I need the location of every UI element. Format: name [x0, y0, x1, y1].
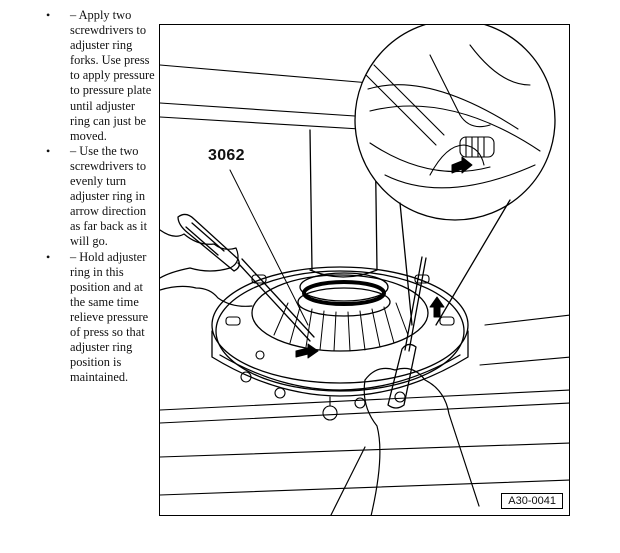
bullet: • — [46, 249, 51, 264]
instruction-list: • – Apply two screwdrivers to adjuster r… — [40, 8, 158, 385]
clutch-drawing — [160, 25, 569, 515]
pressure-plate — [211, 266, 469, 421]
left-hand — [160, 229, 253, 307]
bullet: • — [46, 143, 51, 158]
detail-magnifier — [354, 25, 556, 326]
direction-arrows — [295, 296, 445, 359]
bullet: • — [46, 8, 51, 22]
left-screwdriver — [177, 213, 315, 342]
technical-illustration: 3062 A30-0041 — [159, 24, 570, 516]
instruction-text: – Hold adjuster ring in this position an… — [70, 249, 149, 385]
figure-id: A30-0041 — [501, 493, 563, 509]
instruction-text: – Apply two screwdrivers to adjuster rin… — [70, 8, 155, 143]
instruction-text: – Use the two screwdrivers to evenly tur… — [70, 143, 148, 249]
callout-leader — [229, 169, 309, 326]
instruction-step: • – Use the two screwdrivers to evenly t… — [40, 144, 158, 250]
bench-lines — [160, 64, 569, 496]
tool-callout-label: 3062 — [208, 147, 245, 164]
instruction-step: • – Hold adjuster ring in this position … — [40, 250, 158, 386]
right-screwdriver — [387, 256, 427, 409]
right-hand — [330, 367, 480, 515]
instruction-step: • – Apply two screwdrivers to adjuster r… — [40, 8, 158, 144]
